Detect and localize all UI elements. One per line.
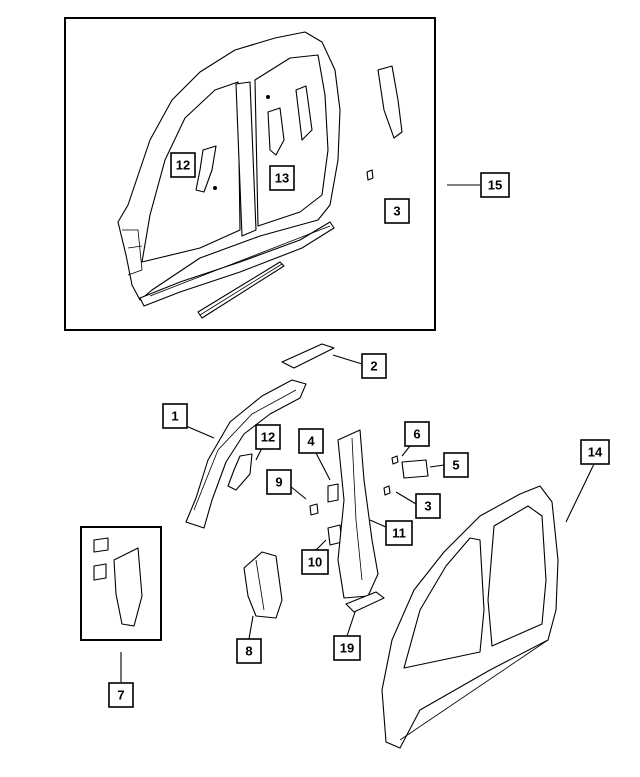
nut-3-in-frame xyxy=(366,169,374,181)
callout-9: 9 xyxy=(266,469,292,495)
callout-label: 7 xyxy=(117,688,124,703)
part-8-bracket xyxy=(243,551,283,619)
kit-frame xyxy=(80,526,162,641)
callout-label: 14 xyxy=(588,445,603,460)
callout-label: 19 xyxy=(340,641,354,656)
callout-label: 1 xyxy=(171,409,178,424)
leader-1 xyxy=(185,425,215,439)
pillar-reinforcement-in-frame xyxy=(377,65,403,139)
part-7-kit-contents xyxy=(93,537,143,627)
leader-3b xyxy=(395,491,417,505)
callout-19: 19 xyxy=(333,635,361,661)
part-4-plate xyxy=(327,483,339,503)
callout-6: 6 xyxy=(404,421,430,447)
part-5-bracket xyxy=(401,459,429,479)
callout-label: 3 xyxy=(393,204,400,219)
part-19-bracket xyxy=(345,591,385,613)
part-12-reinforcement xyxy=(227,453,253,491)
callout-label: 4 xyxy=(307,434,315,449)
callout-12: 12 xyxy=(255,424,281,450)
part-1-roof-rail xyxy=(185,379,307,529)
callout-13: 13 xyxy=(269,165,295,191)
leader-2 xyxy=(332,354,363,365)
callout-14: 14 xyxy=(580,439,610,465)
callout-2: 2 xyxy=(361,353,387,379)
part-11-b-pillar xyxy=(337,429,379,599)
callout-15: 15 xyxy=(480,172,510,198)
assembly-frame xyxy=(64,17,436,331)
leader-9 xyxy=(289,485,307,500)
callout-label: 11 xyxy=(392,526,406,541)
leader-4 xyxy=(315,452,331,481)
leader-19 xyxy=(346,611,356,637)
leader-11 xyxy=(369,519,389,529)
callout-label: 15 xyxy=(488,178,502,193)
callout-4: 4 xyxy=(298,428,324,454)
leader-14 xyxy=(565,463,595,523)
callout-3: 3 xyxy=(415,493,441,519)
leader-6 xyxy=(401,445,411,457)
callout-12: 12 xyxy=(170,152,196,178)
callout-10: 10 xyxy=(301,549,329,575)
part-6-clip xyxy=(391,455,399,465)
leader-12b xyxy=(255,447,263,461)
callout-11: 11 xyxy=(385,520,413,546)
callout-8: 8 xyxy=(236,638,262,664)
callout-label: 5 xyxy=(452,458,459,473)
reinforcement-12-in-frame xyxy=(195,145,217,193)
part-3-nut xyxy=(383,485,391,496)
fastener-in-frame xyxy=(213,186,217,190)
callout-label: 12 xyxy=(176,158,190,173)
body-side-assembly-drawing xyxy=(117,31,341,319)
callout-3: 3 xyxy=(384,198,410,224)
part-9-bracket xyxy=(309,503,319,516)
callout-label: 13 xyxy=(275,171,289,186)
callout-label: 3 xyxy=(424,499,431,514)
callout-label: 12 xyxy=(261,430,275,445)
callout-label: 10 xyxy=(308,555,322,570)
callout-label: 9 xyxy=(275,475,282,490)
callout-label: 6 xyxy=(413,427,420,442)
callout-label: 8 xyxy=(245,644,252,659)
leader-8 xyxy=(248,615,254,640)
clip-in-frame xyxy=(266,95,270,99)
reinforcement-13-in-frame xyxy=(267,85,313,156)
leader-5 xyxy=(429,464,445,468)
callout-5: 5 xyxy=(443,452,469,478)
callout-7: 7 xyxy=(108,682,134,708)
part-14-body-side-outer xyxy=(381,485,559,749)
leader-10 xyxy=(315,539,327,551)
callout-label: 2 xyxy=(370,359,377,374)
part-2-roof-strip xyxy=(281,343,335,369)
callout-1: 1 xyxy=(162,403,188,429)
